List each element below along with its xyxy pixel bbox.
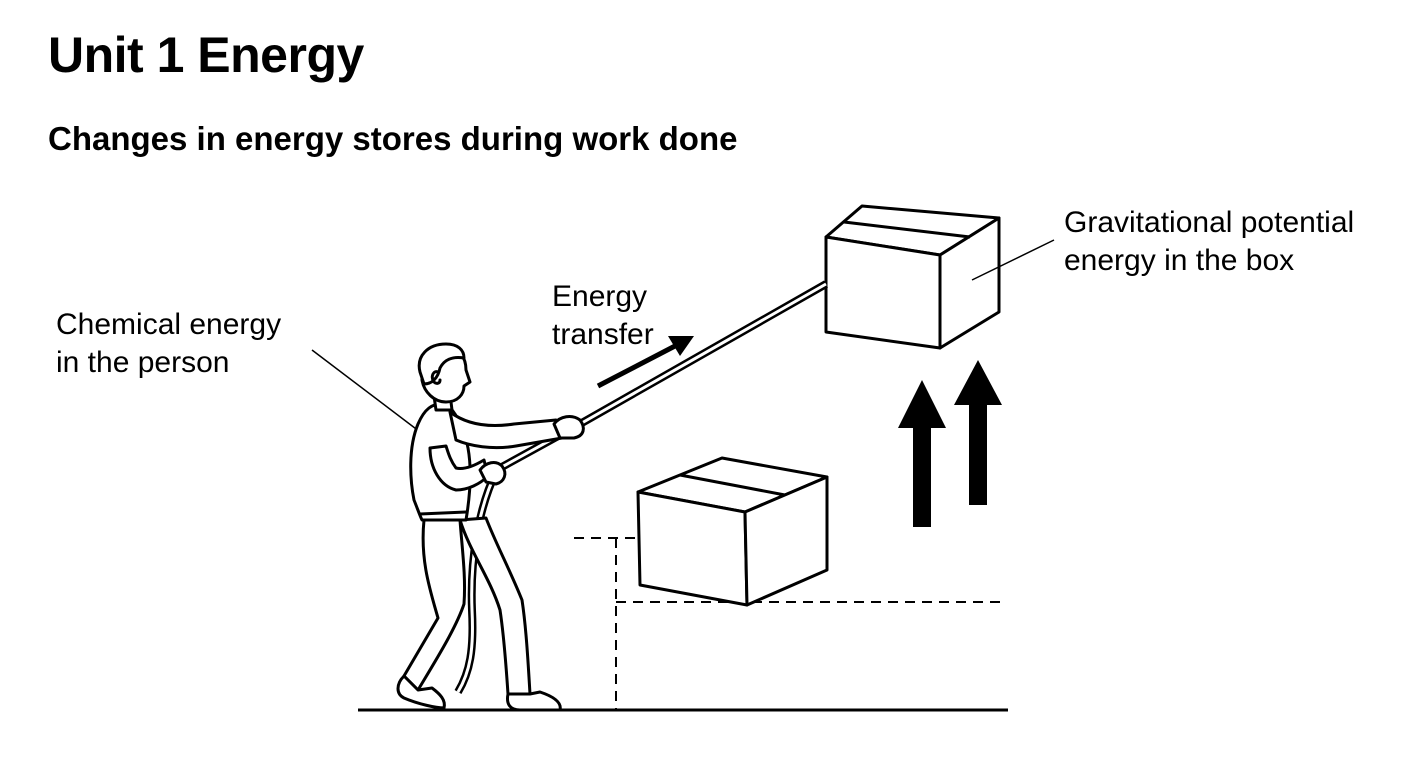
person-back-leg bbox=[402, 518, 467, 692]
person-ear bbox=[430, 370, 442, 385]
person-belt bbox=[418, 510, 468, 516]
energy-transfer-label-line-1: Energy bbox=[552, 280, 648, 313]
up-arrow-left bbox=[898, 380, 946, 527]
gravitational-energy-label-line-2: energy in the box bbox=[1064, 244, 1295, 277]
chemical-leader-line bbox=[311, 349, 429, 439]
chemical-energy-label-line-2: in the person bbox=[56, 346, 230, 379]
page-title: Unit 1 Energy bbox=[48, 27, 364, 83]
energy-transfer-label-line-2: transfer bbox=[552, 318, 654, 351]
person-back-hand bbox=[478, 461, 507, 486]
gravitational-energy-label-line-1: Gravitational potential bbox=[1064, 206, 1355, 239]
up-arrow-right bbox=[954, 360, 1002, 505]
person-back-shoe bbox=[396, 674, 446, 710]
height-reference-lines bbox=[574, 537, 1002, 710]
box-lower bbox=[636, 456, 829, 607]
upward-arrows bbox=[898, 360, 1002, 527]
person-figure bbox=[396, 342, 585, 712]
chemical-energy-label-line-1: Chemical energy bbox=[56, 308, 282, 341]
leader-lines bbox=[311, 239, 1055, 439]
gravitational-leader-line bbox=[971, 239, 1055, 281]
person-front-hand bbox=[552, 415, 585, 440]
person-upper-arm bbox=[448, 410, 564, 450]
person-lower-arm bbox=[428, 444, 490, 492]
gravitational-energy-label: Gravitational potential energy in the bo… bbox=[1064, 204, 1354, 280]
energy-transfer-label: Energy transfer bbox=[552, 278, 654, 354]
chemical-energy-label: Chemical energy in the person bbox=[56, 306, 281, 382]
person-hair bbox=[417, 342, 466, 386]
energy-transfer-arrow bbox=[596, 336, 694, 389]
page-subtitle: Changes in energy stores during work don… bbox=[48, 120, 738, 157]
box-upper bbox=[824, 204, 1001, 350]
person-front-shoe bbox=[506, 690, 562, 712]
